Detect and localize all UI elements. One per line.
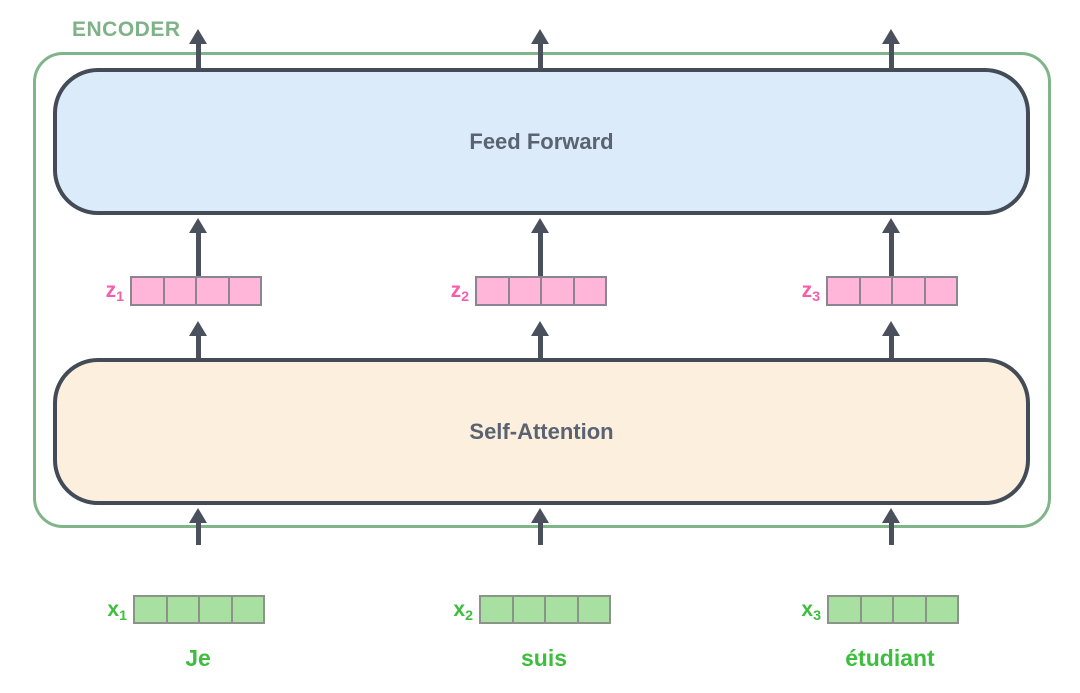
vector-cell (828, 278, 861, 304)
arrow-up-icon (531, 218, 549, 276)
vector-cell (200, 597, 233, 622)
x2-label-sub: 2 (465, 607, 473, 624)
z1-vector (130, 276, 262, 306)
x1-vector (133, 595, 265, 624)
arrow-up-icon (882, 29, 900, 69)
arrow-up-icon (189, 218, 207, 276)
arrowhead-icon (531, 508, 549, 523)
arrow-shaft (195, 233, 201, 276)
arrow-up-icon (189, 508, 207, 545)
arrowhead-icon (531, 218, 549, 233)
vector-cell (546, 597, 579, 622)
x3-label: x3 (781, 595, 821, 627)
arrowhead-icon (882, 508, 900, 523)
arrow-shaft (888, 233, 894, 276)
vector-cell (893, 278, 926, 304)
arrow-shaft (888, 336, 894, 358)
arrow-shaft (888, 44, 894, 69)
arrow-shaft (195, 44, 201, 69)
arrowhead-icon (882, 218, 900, 233)
vector-cell (514, 597, 546, 622)
arrow-up-icon (531, 29, 549, 69)
z3-vector (826, 276, 958, 306)
x3-label-sub: 3 (813, 607, 821, 624)
arrow-shaft (537, 44, 543, 69)
z1-label-base: z (105, 279, 117, 302)
vector-cell (927, 597, 958, 622)
z3-label-base: z (801, 279, 813, 302)
self-attention-label: Self-Attention (469, 418, 614, 444)
arrowhead-icon (882, 29, 900, 44)
encoder-label: ENCODER (72, 18, 181, 41)
arrow-up-icon (531, 508, 549, 545)
feed-forward-block: Feed Forward (53, 68, 1030, 215)
x1-label: x1 (87, 595, 127, 627)
vector-cell (926, 278, 957, 304)
x1-label-base: x (107, 598, 120, 621)
z1-label-sub: 1 (116, 288, 124, 305)
feed-forward-label: Feed Forward (469, 128, 614, 154)
arrow-shaft (195, 523, 201, 545)
arrowhead-icon (882, 321, 900, 336)
z3-label: z3 (780, 276, 820, 308)
arrow-shaft (537, 336, 543, 358)
vector-cell (542, 278, 575, 304)
z2-label-sub: 2 (461, 288, 469, 305)
z2-vector (475, 276, 607, 306)
vector-cell (575, 278, 606, 304)
arrow-shaft (537, 233, 543, 276)
arrowhead-icon (531, 321, 549, 336)
vector-cell (168, 597, 200, 622)
x3-vector (827, 595, 959, 624)
arrow-up-icon (531, 321, 549, 358)
vector-cell (862, 597, 894, 622)
x2-vector (479, 595, 611, 624)
token-suis: suis (520, 645, 568, 671)
vector-cell (165, 278, 197, 304)
vector-cell (894, 597, 927, 622)
vector-cell (481, 597, 514, 622)
vector-cell (579, 597, 610, 622)
arrowhead-icon (531, 29, 549, 44)
vector-cell (132, 278, 165, 304)
vector-cell (510, 278, 542, 304)
z3-label-sub: 3 (812, 288, 820, 305)
arrow-up-icon (189, 29, 207, 69)
vector-cell (829, 597, 862, 622)
z2-label-base: z (450, 279, 462, 302)
arrowhead-icon (189, 321, 207, 336)
arrowhead-icon (189, 218, 207, 233)
arrow-shaft (537, 523, 543, 545)
z2-label: z2 (429, 276, 469, 308)
arrowhead-icon (189, 508, 207, 523)
x1-label-sub: 1 (119, 607, 127, 624)
z1-label: z1 (84, 276, 124, 308)
token-etudiant: étudiant (845, 645, 935, 671)
vector-cell (197, 278, 230, 304)
x2-label-base: x (453, 598, 466, 621)
vector-cell (233, 597, 264, 622)
x3-label-base: x (801, 598, 814, 621)
x2-label: x2 (433, 595, 473, 627)
token-je: Je (185, 645, 211, 671)
arrow-up-icon (189, 321, 207, 358)
vector-cell (477, 278, 510, 304)
vector-cell (230, 278, 261, 304)
self-attention-block: Self-Attention (53, 358, 1030, 505)
vector-cell (861, 278, 893, 304)
arrow-up-icon (882, 218, 900, 276)
arrow-shaft (888, 523, 894, 545)
vector-cell (135, 597, 168, 622)
arrowhead-icon (189, 29, 207, 44)
arrow-up-icon (882, 321, 900, 358)
arrow-up-icon (882, 508, 900, 545)
arrow-shaft (195, 336, 201, 358)
